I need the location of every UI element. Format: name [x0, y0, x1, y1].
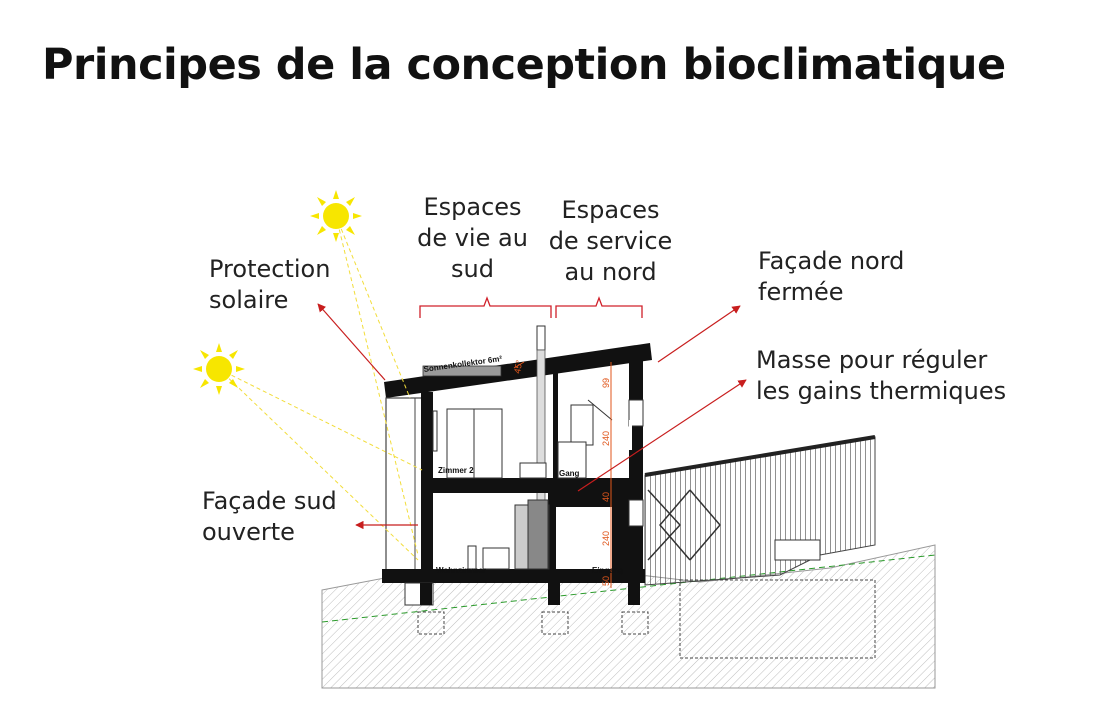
- room-label-zimmer: Zimmer 2: [438, 466, 474, 475]
- house-section: [382, 325, 652, 635]
- sun-rays: [218, 215, 423, 561]
- label-facade-sud: Façade sud ouverte: [202, 487, 337, 546]
- label-facade-nord: Façade nord fermée: [758, 247, 905, 306]
- arrow-facade-nord: [657, 305, 741, 363]
- dimension-label: 240: [601, 531, 611, 546]
- room-label-gang: Gang: [559, 469, 580, 478]
- sun-icon: [310, 190, 362, 242]
- brace-service: [555, 296, 643, 318]
- room-label-wohnzimmer: Wohnzimmer: [436, 566, 486, 575]
- label-espaces-vie: Espaces de vie au sud: [417, 193, 528, 283]
- dimension-label: 240: [601, 431, 611, 446]
- brace-living: [419, 296, 552, 318]
- arrow-protection: [317, 303, 386, 381]
- annex-shed: [644, 435, 876, 659]
- dimension-label: 50: [601, 576, 611, 586]
- dimension-label: 99: [601, 378, 611, 388]
- label-masse: Masse pour réguler les gains thermiques: [756, 346, 1007, 405]
- label-protection-solaire: Protection solaire: [209, 255, 331, 314]
- arrow-masse: [577, 379, 747, 492]
- sun-icon: [193, 343, 245, 395]
- label-espaces-service: Espaces de service au nord: [548, 196, 673, 286]
- dimension-label: 40: [601, 492, 611, 502]
- angle-label: 45°: [512, 359, 524, 375]
- page-title: Principes de la conception bioclimatique: [42, 40, 1006, 90]
- room-label-eingang: Eingang: [592, 566, 624, 575]
